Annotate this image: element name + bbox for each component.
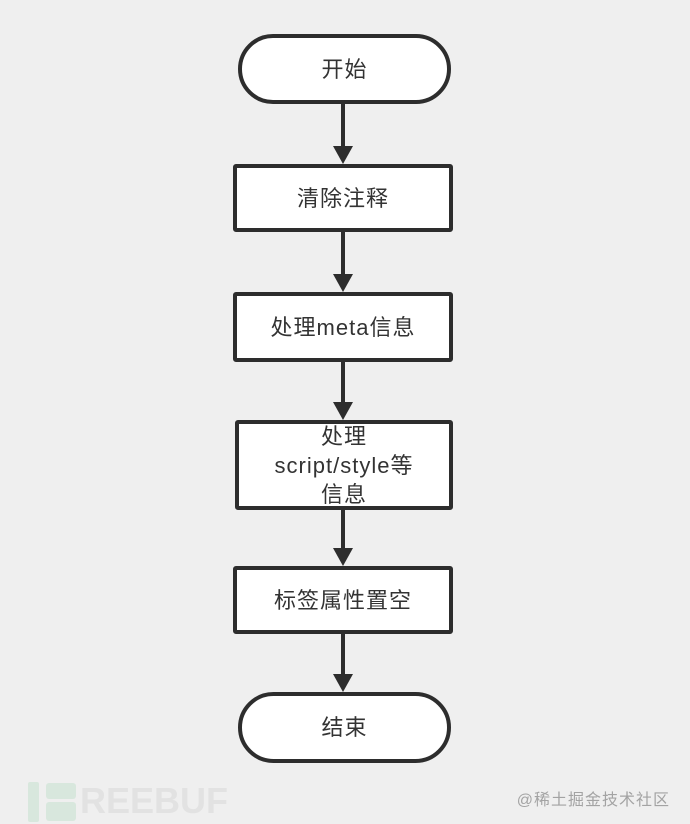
flow-node-empty-tag-attrs: 标签属性置空 — [233, 566, 453, 634]
freebuf-f-icon — [46, 802, 76, 821]
arrow-head-icon — [333, 146, 353, 164]
flow-node-start: 开始 — [238, 34, 451, 104]
flow-node-clear-comments: 清除注释 — [233, 164, 453, 232]
freebuf-logo-letters: REEBUF — [80, 780, 229, 821]
arrow-head-icon — [333, 674, 353, 692]
freebuf-f-icon — [28, 782, 39, 822]
flow-node-empty-tag-attrs-label: 标签属性置空 — [273, 587, 412, 613]
flow-node-start-label: 开始 — [321, 56, 368, 82]
flow-arrow-4 — [333, 510, 353, 566]
flow-node-end: 结束 — [238, 692, 451, 763]
arrow-shaft — [341, 362, 345, 402]
freebuf-f-icon — [46, 783, 76, 799]
flow-node-handle-meta: 处理meta信息 — [233, 292, 453, 362]
arrow-shaft — [341, 104, 345, 146]
arrow-head-icon — [333, 548, 353, 566]
arrow-head-icon — [333, 274, 353, 292]
freebuf-logo: REEBUF — [28, 780, 228, 824]
arrow-shaft — [341, 232, 345, 274]
flow-arrow-5 — [333, 634, 353, 692]
flow-arrow-2 — [333, 232, 353, 292]
flow-node-clear-comments-label: 清除注释 — [296, 185, 389, 211]
arrow-shaft — [341, 634, 345, 674]
flow-node-handle-script-style: 处理 script/style等 信息 — [235, 420, 453, 510]
arrow-head-icon — [333, 402, 353, 420]
flow-node-end-label: 结束 — [321, 715, 368, 740]
flow-node-handle-script-style-label: 处理 script/style等 信息 — [274, 423, 414, 507]
flow-arrow-3 — [333, 362, 353, 420]
arrow-shaft — [341, 510, 345, 548]
flow-arrow-1 — [333, 104, 353, 164]
flow-node-handle-meta-label: 处理meta信息 — [270, 314, 416, 340]
watermark-credit: @稀土掘金技术社区 — [516, 792, 670, 809]
